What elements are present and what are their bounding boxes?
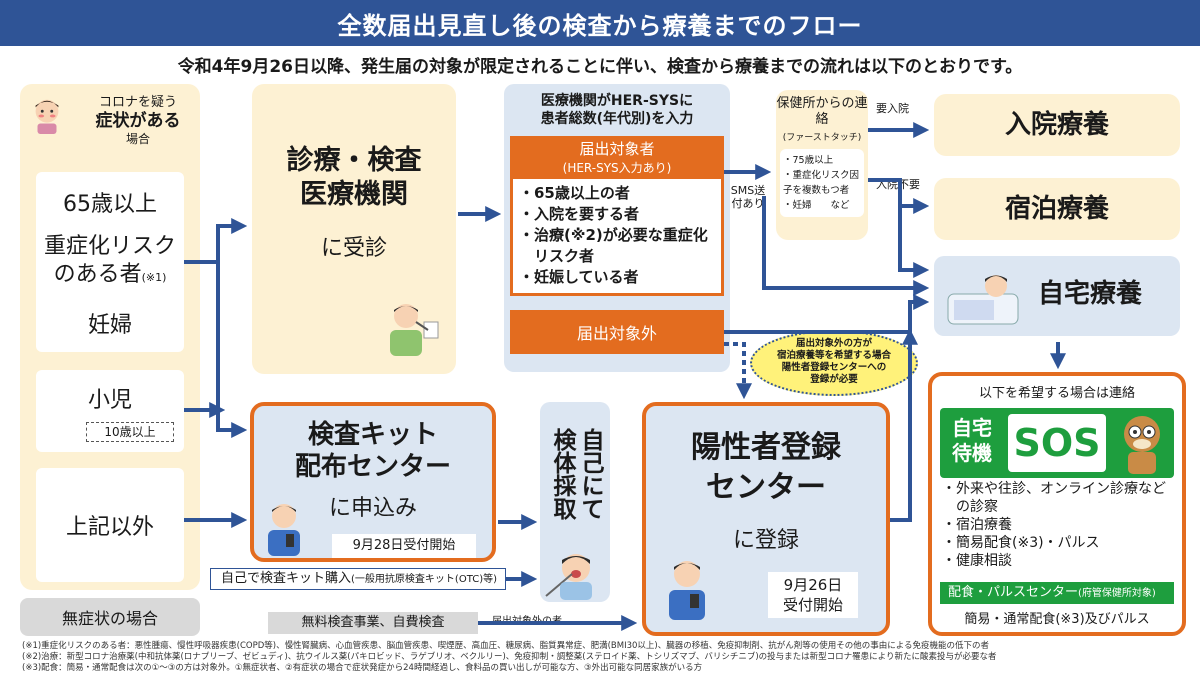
group-risk: 重症化リスクのある者(※1) (43, 233, 176, 287)
sos-item: ・宿泊療養 (942, 517, 1012, 533)
group-other: 上記以外 (36, 468, 184, 582)
hersys-header: 医療機関がHER-SYSに患者総数(年代別)を入力 (540, 93, 694, 127)
sos-item: ・外来や往診、オンライン診療など (942, 481, 1166, 497)
group-high-risk: 65歳以上 重症化リスクのある者(※1) 妊婦 (36, 172, 184, 352)
sos-panel: 以下を希望する場合は連絡 自宅待機 SOS ・外来や往診、オンライン診療など の… (928, 372, 1186, 636)
group-pregnant: 妊婦 (87, 312, 132, 338)
clinic-box: 診療・検査 医療機関 に受診 (252, 84, 456, 374)
sos-badge: 自宅待機 SOS (940, 408, 1174, 478)
registration-date: 9月26日受付開始 (768, 572, 858, 618)
sos-item: の診察 (942, 499, 998, 515)
target-box: 届出対象者 (HER-SYS入力あり) ・65歳以上の者 ・入院を要する者 ・治… (510, 136, 724, 296)
self-purchase-bar: 自己で検査キット購入(一般用抗原検査キット(OTC)等) (210, 568, 506, 590)
phone-person-icon (262, 500, 306, 560)
phone-person-icon (662, 556, 712, 624)
delivery-center-header: 配食・パルスセンター(府管保健所対象) (940, 582, 1174, 604)
target-item: ・妊娠している者 (519, 268, 639, 286)
symptom-label: コロナを疑う 症状がある 場合 (95, 95, 181, 146)
sos-item: ・健康相談 (942, 553, 1012, 569)
mascot-icon (1116, 412, 1170, 478)
sick-person-icon (28, 96, 66, 138)
group-65plus: 65歳以上 (63, 191, 157, 217)
delivery-desc: 簡易・通常配食(※3)及びパルス (964, 612, 1150, 627)
doctor-icon (382, 300, 442, 360)
target-item: リスク者 (519, 247, 595, 265)
target-item: ・治療(※2)が必要な重症化 (519, 226, 708, 244)
intro-text: 令和4年9月26日以降、発生届の対象が限定されることに伴い、検査から療養までの流… (177, 57, 1023, 77)
hotel-box: 宿泊療養 (934, 178, 1180, 240)
target-item: ・65歳以上の者 (519, 184, 630, 202)
kit-center-date: 9月28日受付開始 (332, 534, 476, 558)
no-hospital-label: 入院不要 (876, 178, 920, 191)
footnotes: (※1)重症化リスクのある者：悪性腫瘍、慢性呼吸器疾患(COPD等)、慢性腎臓病… (22, 641, 997, 673)
sms-label: SMS送付あり (730, 184, 766, 210)
health-center-box: 保健所からの連絡 (ファーストタッチ) ・75歳以上 ・重症化リスク因子を複数も… (776, 90, 868, 240)
free-test-bar: 無料検査事業、自費検査 (268, 612, 478, 634)
sos-item: ・簡易配食(※3)・パルス (942, 535, 1100, 551)
swab-icon (542, 548, 606, 604)
non-target-box: 届出対象外 (510, 310, 724, 354)
free-test-note: 届出対象外の者 (492, 616, 562, 627)
asymptomatic-box: 無症状の場合 (20, 598, 200, 636)
page-title: 全数届出見直し後の検査から療養までのフロー (0, 0, 1200, 46)
target-item: ・入院を要する者 (519, 205, 640, 223)
bed-person-icon (944, 264, 1024, 334)
registration-callout: 届出対象外の方が 宿泊療養等を希望する場合 陽性者登録センターへの 登録が必要 (750, 330, 918, 396)
hospital-box: 入院療養 (934, 94, 1180, 156)
need-hospital-label: 要入院 (876, 102, 909, 115)
age-tag: 10歳以上 (86, 422, 174, 442)
sos-header: 以下を希望する場合は連絡 (978, 386, 1135, 401)
group-child: 小児 10歳以上 (36, 370, 184, 452)
